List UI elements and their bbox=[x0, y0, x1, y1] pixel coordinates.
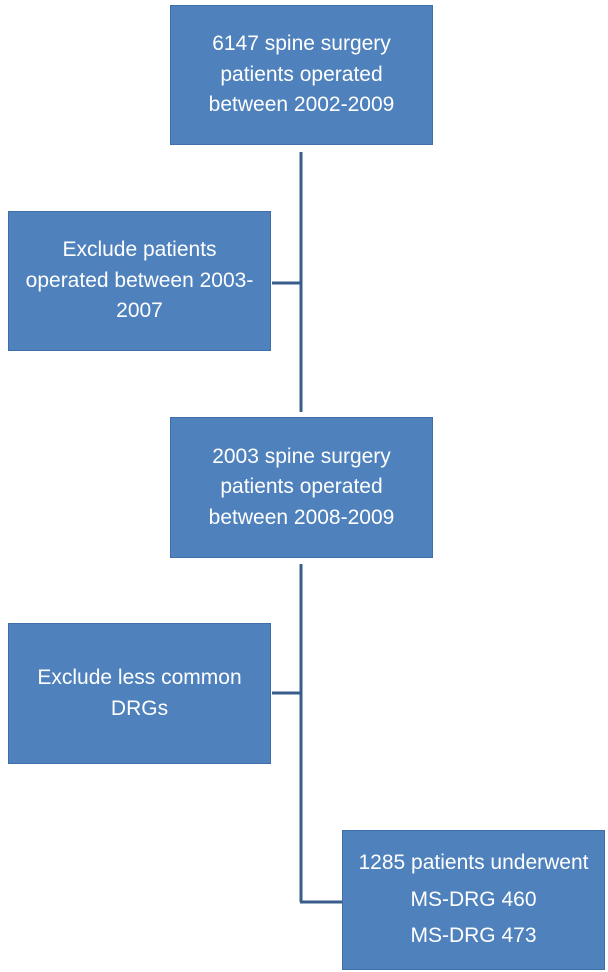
exclude-drgs-line-2: DRGs bbox=[110, 696, 169, 720]
initial-cohort-line-1: 6147 spine surgery bbox=[212, 32, 391, 56]
initial-cohort-box: 6147 spine surgery patients operated bet… bbox=[170, 5, 433, 145]
exclude-years-line-2: operated between 2003- bbox=[25, 268, 254, 292]
exclude-drgs-line-1: Exclude less common bbox=[37, 666, 242, 690]
exclude-years-box: Exclude patients operated between 2003- … bbox=[8, 211, 271, 351]
exclude-years-line-3: 2007 bbox=[116, 299, 163, 323]
filtered-cohort-line-1: 2003 spine surgery bbox=[212, 444, 391, 468]
filtered-cohort-box: 2003 spine surgery patients operated bet… bbox=[170, 417, 433, 558]
filtered-cohort-line-3: between 2008-2009 bbox=[208, 505, 395, 529]
final-cohort-line-2: MS-DRG 460 bbox=[410, 887, 537, 911]
final-cohort-box: 1285 patients underwent MS-DRG 460 MS-DR… bbox=[342, 830, 605, 970]
filtered-cohort-line-2: patients operated bbox=[220, 475, 383, 499]
exclude-drgs-box: Exclude less common DRGs bbox=[8, 623, 271, 764]
exclude-years-line-1: Exclude patients bbox=[62, 238, 217, 262]
final-cohort-line-1: 1285 patients underwent bbox=[358, 850, 589, 874]
initial-cohort-line-2: patients operated bbox=[220, 62, 383, 86]
final-cohort-line-3: MS-DRG 473 bbox=[410, 924, 537, 948]
initial-cohort-line-3: between 2002-2009 bbox=[208, 93, 395, 117]
